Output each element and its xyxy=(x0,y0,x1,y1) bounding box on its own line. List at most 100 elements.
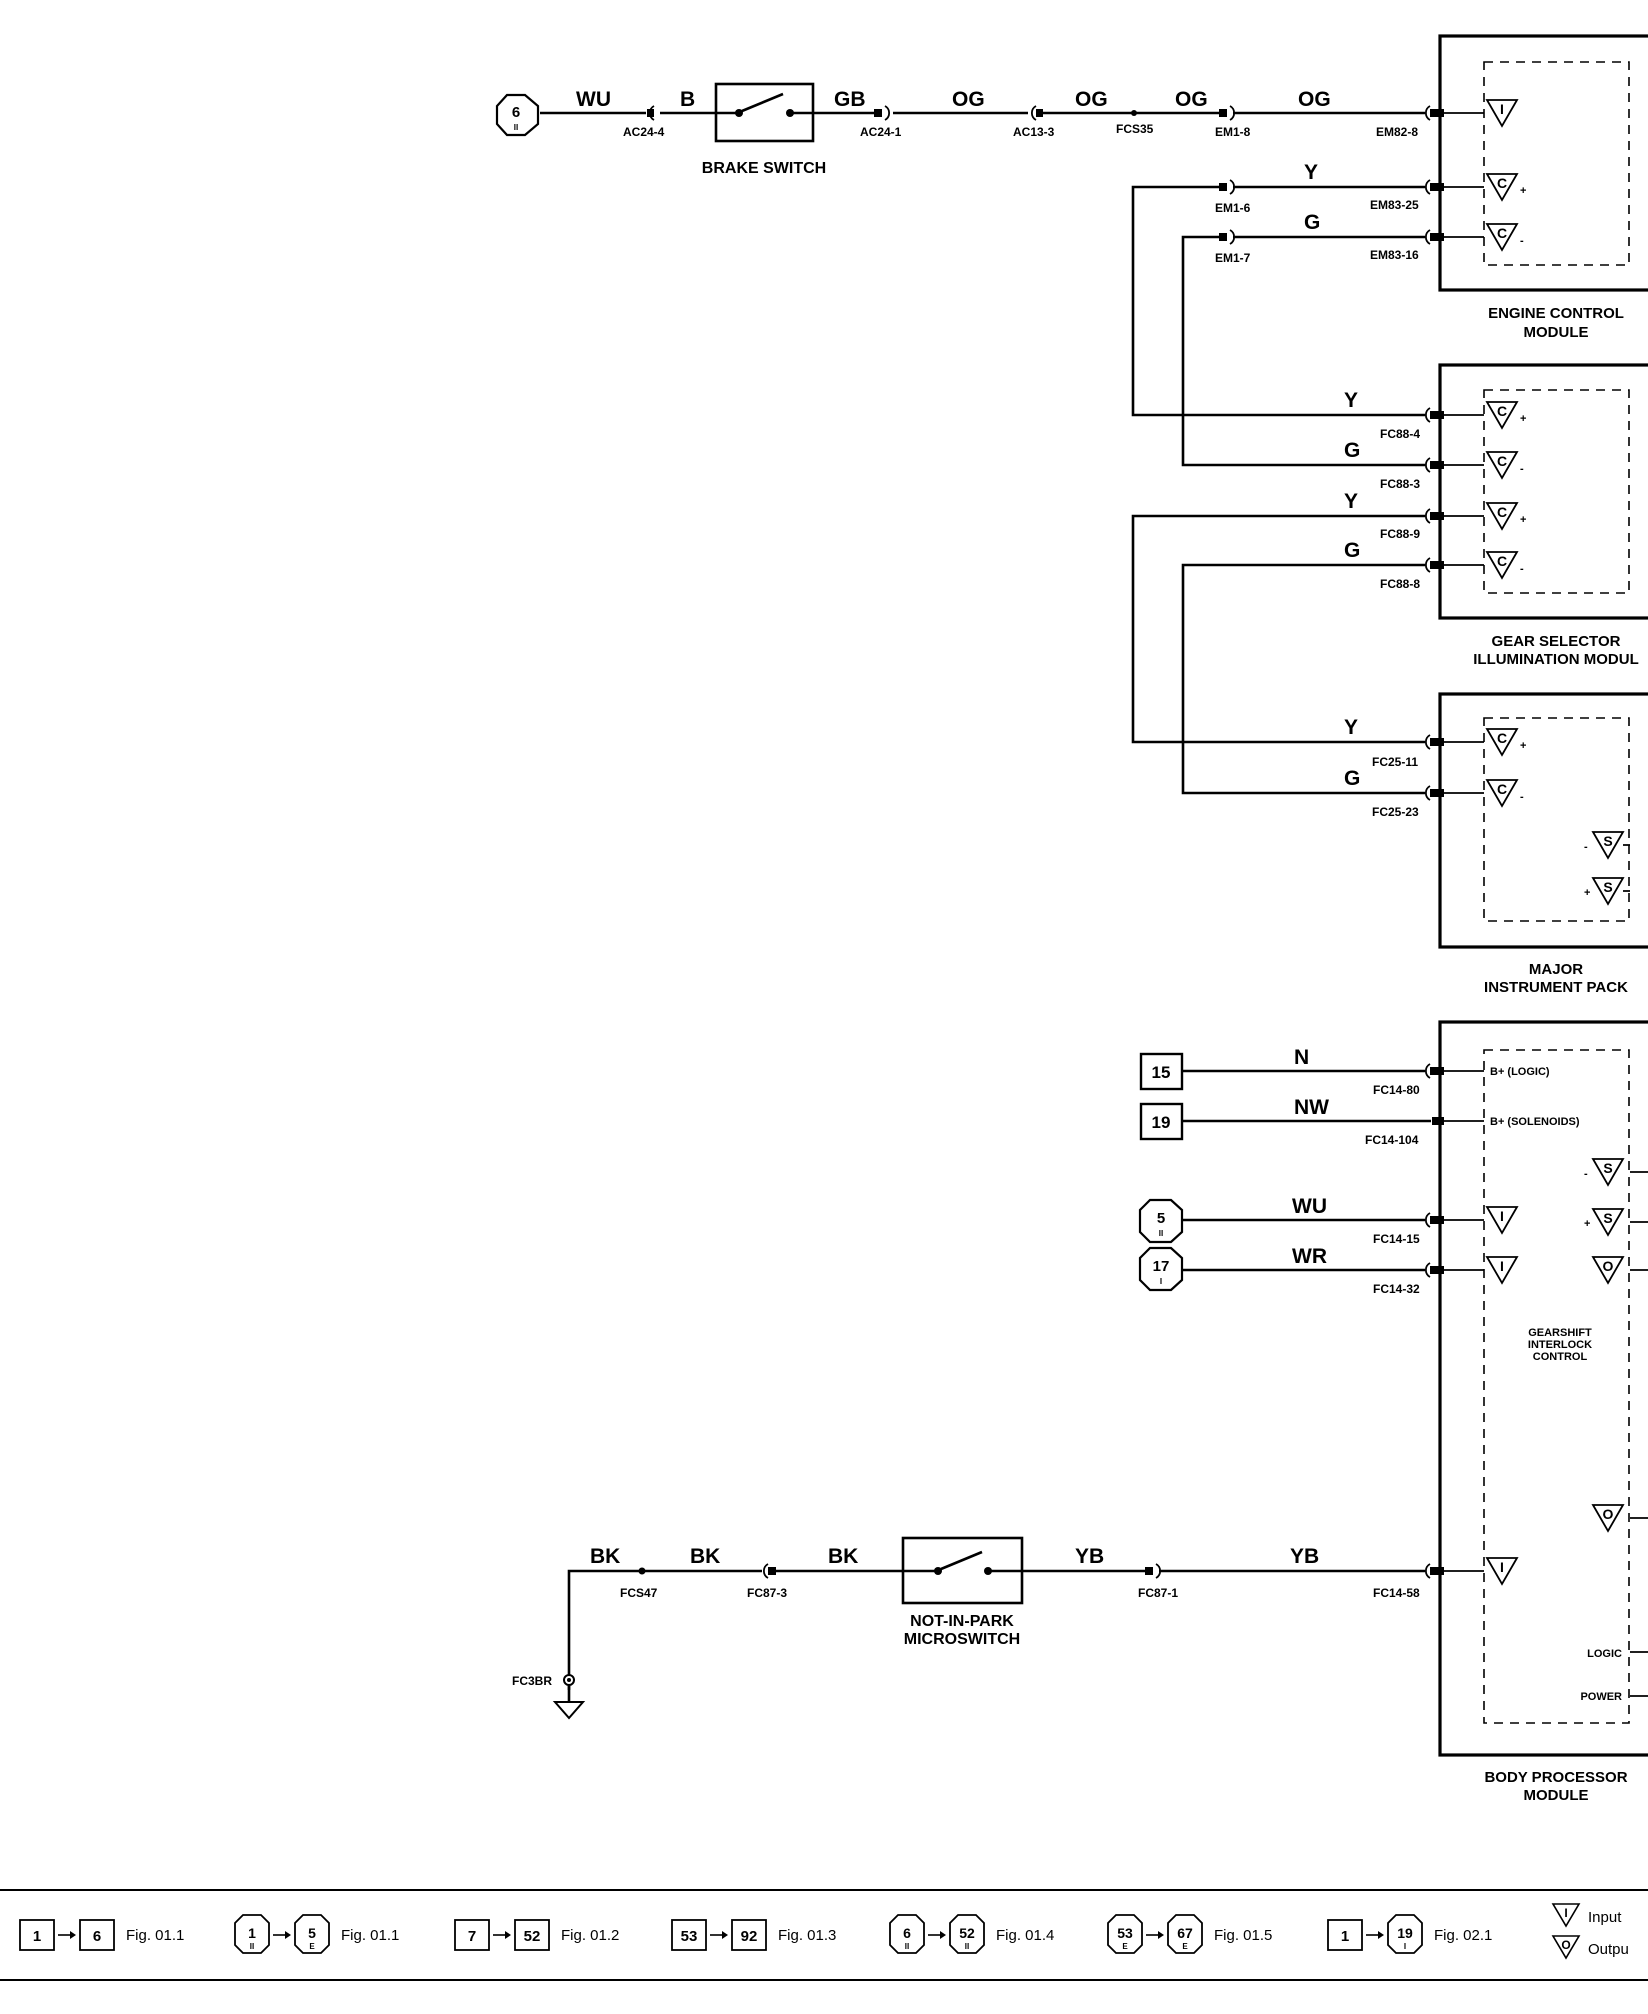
legend-ref-sub: E xyxy=(1122,1942,1128,1951)
ecm-input-i: I xyxy=(1500,101,1504,117)
pin-solenoids-in: B+ (SOLENOIDS) xyxy=(1490,1116,1580,1128)
conn-em1-6: EM1-6 xyxy=(1215,201,1251,215)
wire-bk-1: BK xyxy=(590,1545,620,1568)
brake-switch-label: BRAKE SWITCH xyxy=(702,160,826,177)
mip-can-plus: C xyxy=(1497,730,1507,746)
arrow-head-icon xyxy=(1378,1931,1384,1939)
legend-ref-num: 53 xyxy=(681,1928,698,1945)
conn-fcs47: FCS47 xyxy=(620,1586,658,1600)
ecm-minus: - xyxy=(1520,235,1524,247)
ref-5-num: 5 xyxy=(1157,1210,1165,1227)
wire-nw: NW xyxy=(1294,1096,1329,1119)
legend-ref-from-4: 6II xyxy=(889,1914,925,1954)
ground-fc3br: FC3BR xyxy=(512,1674,586,1720)
legend-ref-num: 92 xyxy=(741,1928,758,1945)
ref-octagon-5: 5 II xyxy=(1138,1198,1184,1244)
gsim-minus-1: - xyxy=(1520,463,1524,475)
gic-label-2: INTERLOCK xyxy=(1528,1339,1592,1351)
ref-box-15 xyxy=(1139,1052,1184,1091)
conn-fc87-3: FC87-3 xyxy=(747,1586,787,1600)
ecm-plus: + xyxy=(1520,185,1526,197)
arrow-head-icon xyxy=(70,1931,76,1939)
legend-fig: Fig. 01.4 xyxy=(996,1927,1054,1944)
conn-em83-16: EM83-16 xyxy=(1370,248,1419,262)
mip-can-minus: C xyxy=(1497,781,1507,797)
legend-ref-sub: II xyxy=(905,1942,909,1951)
legend-ref-num: 52 xyxy=(959,1925,975,1941)
mip-label-2: INSTRUMENT PACK xyxy=(1484,979,1628,996)
ref-octagon-17: 17 I xyxy=(1138,1246,1184,1292)
legend-input-icon: I xyxy=(1564,1906,1567,1920)
legend-ref-num: 5 xyxy=(308,1925,316,1941)
legend-ref-num: 1 xyxy=(33,1928,41,1945)
wire-g-gsim-1: G xyxy=(1344,439,1360,462)
conn-em1-8: EM1-8 xyxy=(1215,125,1251,139)
gsim-minus-2: - xyxy=(1520,563,1524,575)
nip-label-2: MICROSWITCH xyxy=(904,1631,1020,1648)
wire-b-top: B xyxy=(680,88,695,111)
ecm-label-2: MODULE xyxy=(1524,324,1589,341)
legend-ref-from-2: 7 xyxy=(454,1919,490,1951)
conn-fc25-11: FC25-11 xyxy=(1372,755,1418,769)
legend-output-label: Outpu xyxy=(1588,1941,1629,1958)
ecm-can-plus: C xyxy=(1497,175,1507,191)
legend-ref-to-0: 6 xyxy=(79,1919,115,1951)
gear-selector-illumination-module: GEAR SELECTOR ILLUMINATION MODUL xyxy=(1438,363,1648,668)
not-in-park-circuit: BK BK BK YB YB FCS47 FC87-3 FC87-1 FC14-… xyxy=(512,1536,1444,1720)
legend-ref-to-1: 5E xyxy=(294,1914,330,1954)
wire-wr: WR xyxy=(1292,1245,1327,1268)
conn-ac24-4: AC24-4 xyxy=(623,125,665,139)
legend-ref-from-0: 1 xyxy=(19,1919,55,1951)
nip-label-1: NOT-IN-PARK xyxy=(910,1613,1014,1630)
conn-ac24-1: AC24-1 xyxy=(860,125,902,139)
gsim-can-4: C xyxy=(1497,553,1507,569)
arrow-head-icon xyxy=(285,1931,291,1939)
wire-wu-top: WU xyxy=(576,88,611,111)
conn-fc88-8: FC88-8 xyxy=(1380,577,1420,591)
brake-switch: BRAKE SWITCH xyxy=(702,82,826,177)
legend-fig: Fig. 02.1 xyxy=(1434,1927,1492,1944)
mip-s-minus-sign: - xyxy=(1584,841,1588,853)
conn-fc3br: FC3BR xyxy=(512,1674,552,1688)
gsim-label-2: ILLUMINATION MODUL xyxy=(1473,651,1639,668)
conn-fc88-9: FC88-9 xyxy=(1380,527,1420,541)
mip-minus: - xyxy=(1520,791,1524,803)
conn-em1-7: EM1-7 xyxy=(1215,251,1251,265)
gic-label-3: CONTROL xyxy=(1533,1351,1588,1363)
pin-logic-in: B+ (LOGIC) xyxy=(1490,1066,1550,1078)
engine-control-module: ENGINE CONTROL MODULE xyxy=(1438,34,1648,341)
gsim-label-1: GEAR SELECTOR xyxy=(1492,633,1621,650)
conn-ac13-3: AC13-3 xyxy=(1013,125,1055,139)
legend-ref-num: 53 xyxy=(1117,1925,1133,1941)
ref-19-num: 19 xyxy=(1152,1113,1171,1132)
gsim-plus-1: + xyxy=(1520,413,1526,425)
gsim-plus-2: + xyxy=(1520,514,1526,526)
pin-logic: LOGIC xyxy=(1587,1648,1622,1660)
wire-og-2: OG xyxy=(1075,88,1108,111)
legend-ref-num: 67 xyxy=(1177,1925,1193,1941)
brake-switch-circuit: 6 II WU B GB OG OG OG OG AC24-4 AC24-1 A… xyxy=(495,82,1444,177)
gic-label-1: GEARSHIFT xyxy=(1528,1327,1592,1339)
arrow-head-icon xyxy=(505,1931,511,1939)
wire-bk-3: BK xyxy=(828,1545,858,1568)
wire-y-gsim-1: Y xyxy=(1344,389,1358,412)
wire-bk-2: BK xyxy=(690,1545,720,1568)
legend-ref-from-3: 53 xyxy=(671,1919,707,1951)
conn-fc14-80: FC14-80 xyxy=(1373,1083,1420,1097)
arrow-head-icon xyxy=(940,1931,946,1939)
wire-y-gsim-2: Y xyxy=(1344,490,1358,513)
wire-wu-bpm: WU xyxy=(1292,1195,1327,1218)
legend-ref-to-6: 19I xyxy=(1387,1914,1423,1954)
major-instrument-pack: MAJOR INSTRUMENT PACK xyxy=(1438,692,1648,996)
ecm-can-minus: C xyxy=(1497,225,1507,241)
ref-17-sub: I xyxy=(1160,1277,1162,1286)
bpm-input-wires: 15 N FC14-80 19 NW FC14-104 5 II WU FC14… xyxy=(1138,1046,1484,1572)
conn-fc87-1: FC87-1 xyxy=(1138,1586,1178,1600)
legend-ref-from-6: 1 xyxy=(1327,1919,1363,1951)
conn-em83-25: EM83-25 xyxy=(1370,198,1419,212)
conn-fc14-15: FC14-15 xyxy=(1373,1232,1420,1246)
conn-em82-8: EM82-8 xyxy=(1376,125,1418,139)
legend-ref-num: 6 xyxy=(903,1925,911,1941)
